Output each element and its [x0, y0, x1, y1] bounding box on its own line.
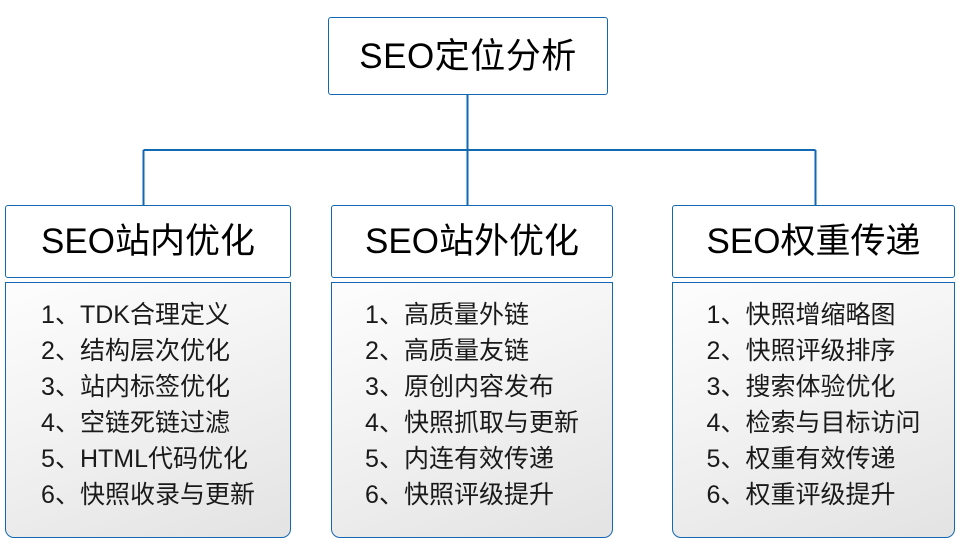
item-index: 1 — [41, 301, 55, 329]
item-separator: 、 — [378, 373, 404, 401]
item-index: 1 — [706, 301, 721, 329]
branch-panel-weight: 1 、 快照增缩略图 2 、 快照评级排序 3 、 搜索体验优化 4 、 — [672, 282, 955, 538]
branch-header-onsite[interactable]: SEO站内优化 — [5, 205, 291, 278]
item-separator: 、 — [720, 373, 746, 401]
item-separator: 、 — [720, 409, 746, 437]
list-item: 4 、 检索与目标访问 — [707, 405, 921, 441]
item-index: 5 — [365, 445, 379, 473]
item-list: 1 、 TDK合理定义 2 、 结构层次优化 3 、 站内标签优化 4 、 — [41, 297, 255, 513]
item-separator: 、 — [720, 337, 746, 365]
list-item: 5 、 HTML代码优化 — [41, 441, 255, 477]
item-separator: 、 — [378, 445, 404, 473]
item-list: 1 、 高质量外链 2 、 高质量友链 3 、 原创内容发布 4 、 快 — [365, 297, 579, 513]
item-index: 6 — [365, 481, 379, 509]
branch-header-weight[interactable]: SEO权重传递 — [672, 205, 955, 278]
root-node-label: SEO定位分析 — [359, 36, 577, 76]
item-separator: 、 — [54, 337, 80, 365]
branch-header-offsite[interactable]: SEO站外优化 — [331, 205, 613, 278]
list-item: 2 、 结构层次优化 — [41, 333, 255, 369]
list-item: 1 、 TDK合理定义 — [41, 297, 255, 333]
list-item: 4 、 空链死链过滤 — [41, 405, 255, 441]
item-text: 内连有效传递 — [403, 445, 554, 473]
item-separator: 、 — [54, 409, 80, 437]
list-item: 6 、 权重评级提升 — [707, 477, 921, 513]
item-index: 4 — [365, 409, 379, 437]
item-index: 4 — [706, 409, 721, 437]
list-item: 6 、 快照收录与更新 — [41, 477, 255, 513]
item-index: 5 — [706, 445, 721, 473]
branch-header-label: SEO站外优化 — [365, 222, 579, 261]
item-separator: 、 — [378, 481, 404, 509]
item-index: 2 — [365, 337, 379, 365]
item-text: 权重评级提升 — [745, 481, 896, 509]
list-item: 4 、 快照抓取与更新 — [365, 405, 579, 441]
item-separator: 、 — [720, 481, 746, 509]
branch-column-weight: SEO权重传递 1 、 快照增缩略图 2 、 快照评级排序 3 、 搜索体验优化 — [672, 205, 955, 538]
item-text: 结构层次优化 — [79, 337, 230, 365]
item-separator: 、 — [720, 301, 746, 329]
item-text: 站内标签优化 — [79, 373, 230, 401]
branch-header-label: SEO权重传递 — [706, 222, 921, 261]
branch-panel-onsite: 1 、 TDK合理定义 2 、 结构层次优化 3 、 站内标签优化 4 、 — [5, 282, 291, 538]
branch-column-offsite: SEO站外优化 1 、 高质量外链 2 、 高质量友链 3 、 原创内容发布 — [331, 205, 613, 538]
branch-header-label: SEO站内优化 — [41, 222, 255, 261]
item-separator: 、 — [720, 445, 746, 473]
item-text: 快照抓取与更新 — [403, 409, 579, 437]
item-index: 5 — [41, 445, 55, 473]
item-text: 快照评级提升 — [403, 481, 554, 509]
item-separator: 、 — [378, 337, 404, 365]
branch-panel-offsite: 1 、 高质量外链 2 、 高质量友链 3 、 原创内容发布 4 、 快 — [331, 282, 613, 538]
item-index: 6 — [41, 481, 55, 509]
item-text: 原创内容发布 — [403, 373, 554, 401]
item-list: 1 、 快照增缩略图 2 、 快照评级排序 3 、 搜索体验优化 4 、 — [707, 297, 921, 513]
item-index: 3 — [41, 373, 55, 401]
item-index: 2 — [706, 337, 721, 365]
item-index: 3 — [365, 373, 379, 401]
item-text: 快照评级排序 — [745, 337, 896, 365]
list-item: 6 、 快照评级提升 — [365, 477, 579, 513]
item-text: 检索与目标访问 — [745, 409, 921, 437]
list-item: 3 、 站内标签优化 — [41, 369, 255, 405]
item-text: 快照收录与更新 — [79, 481, 255, 509]
branch-column-onsite: SEO站内优化 1 、 TDK合理定义 2 、 结构层次优化 3 、 站内标签优… — [5, 205, 291, 538]
item-separator: 、 — [378, 409, 404, 437]
list-item: 2 、 快照评级排序 — [707, 333, 921, 369]
item-index: 3 — [706, 373, 721, 401]
item-separator: 、 — [54, 445, 80, 473]
list-item: 5 、 权重有效传递 — [707, 441, 921, 477]
item-index: 1 — [365, 301, 379, 329]
list-item: 5 、 内连有效传递 — [365, 441, 579, 477]
item-separator: 、 — [54, 301, 80, 329]
list-item: 3 、 搜索体验优化 — [707, 369, 921, 405]
item-text: 高质量外链 — [403, 301, 529, 329]
list-item: 3 、 原创内容发布 — [365, 369, 579, 405]
item-text: 空链死链过滤 — [79, 409, 230, 437]
item-separator: 、 — [54, 373, 80, 401]
item-text: HTML代码优化 — [79, 445, 249, 473]
list-item: 2 、 高质量友链 — [365, 333, 579, 369]
item-text: 高质量友链 — [403, 337, 529, 365]
item-index: 2 — [41, 337, 55, 365]
item-text: 快照增缩略图 — [745, 301, 896, 329]
list-item: 1 、 高质量外链 — [365, 297, 579, 333]
item-text: 权重有效传递 — [745, 445, 896, 473]
item-separator: 、 — [54, 481, 80, 509]
item-separator: 、 — [378, 301, 404, 329]
item-text: 搜索体验优化 — [745, 373, 896, 401]
item-index: 6 — [706, 481, 721, 509]
list-item: 1 、 快照增缩略图 — [707, 297, 921, 333]
item-index: 4 — [41, 409, 55, 437]
item-text: TDK合理定义 — [79, 301, 230, 329]
root-node[interactable]: SEO定位分析 — [328, 17, 608, 95]
